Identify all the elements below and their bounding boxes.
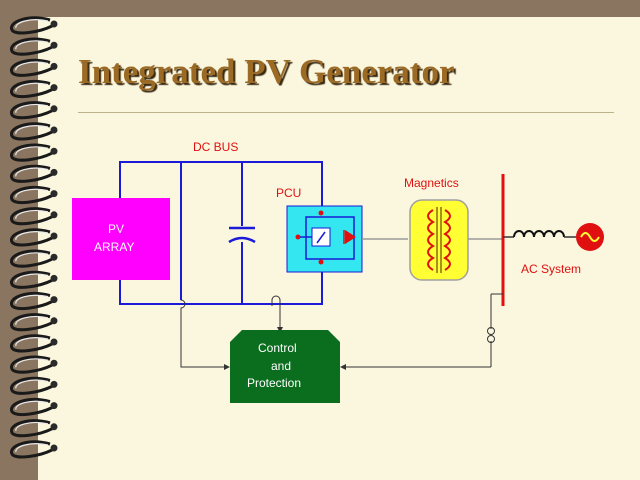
sensor-wiring <box>344 293 503 368</box>
title-divider <box>78 112 614 113</box>
pv-array-block: PV ARRAY <box>72 198 170 280</box>
transformer-icon <box>409 199 469 281</box>
binding-ring <box>10 101 58 120</box>
binding-ring <box>10 398 58 417</box>
binding-ring <box>10 249 58 268</box>
binding-ring <box>10 122 58 141</box>
binding-ring <box>10 186 58 205</box>
binding-ring <box>10 143 58 162</box>
magnetics-label: Magnetics <box>404 176 459 190</box>
pv-array-label-line1: PV <box>108 222 124 236</box>
pv-array-label-line2: ARRAY <box>94 240 134 254</box>
pcu-block <box>286 205 363 273</box>
control-label-line2: and <box>271 359 291 373</box>
ac-system-label: AC System <box>521 262 581 276</box>
control-protection-block: Control and Protection <box>230 330 340 403</box>
sensor-arrowhead <box>340 364 346 370</box>
binding-ring <box>10 292 58 311</box>
diode-icon <box>343 230 356 244</box>
spiral-binding <box>10 16 58 459</box>
pcu-label: PCU <box>276 186 301 200</box>
binding-ring <box>10 419 58 438</box>
slide-title: Integrated PV Generator <box>78 52 455 91</box>
binding-ring <box>10 164 58 183</box>
control-signal-wiring <box>180 162 281 368</box>
switch-icon <box>295 210 331 265</box>
binding-ring <box>10 16 58 35</box>
binding-ring <box>10 270 58 289</box>
control-arrowhead-left <box>224 364 230 370</box>
ac-source-icon <box>576 223 604 251</box>
capacitor-icon <box>228 226 256 244</box>
binding-ring <box>10 80 58 99</box>
binding-ring <box>10 313 58 332</box>
current-sensor-icon <box>487 327 495 343</box>
binding-ring <box>10 440 58 459</box>
control-label-line1: Control <box>258 341 297 355</box>
control-label-line3: Protection <box>247 376 301 390</box>
binding-ring <box>10 207 58 226</box>
binding-ring <box>10 37 58 56</box>
binding-ring <box>10 376 58 395</box>
dc-bus-wiring <box>119 161 323 305</box>
binding-ring <box>10 228 58 247</box>
dc-bus-label: DC BUS <box>193 140 238 154</box>
inductor-icon <box>513 230 565 238</box>
binding-ring <box>10 58 58 77</box>
binding-ring <box>10 334 58 353</box>
binding-ring <box>10 355 58 374</box>
